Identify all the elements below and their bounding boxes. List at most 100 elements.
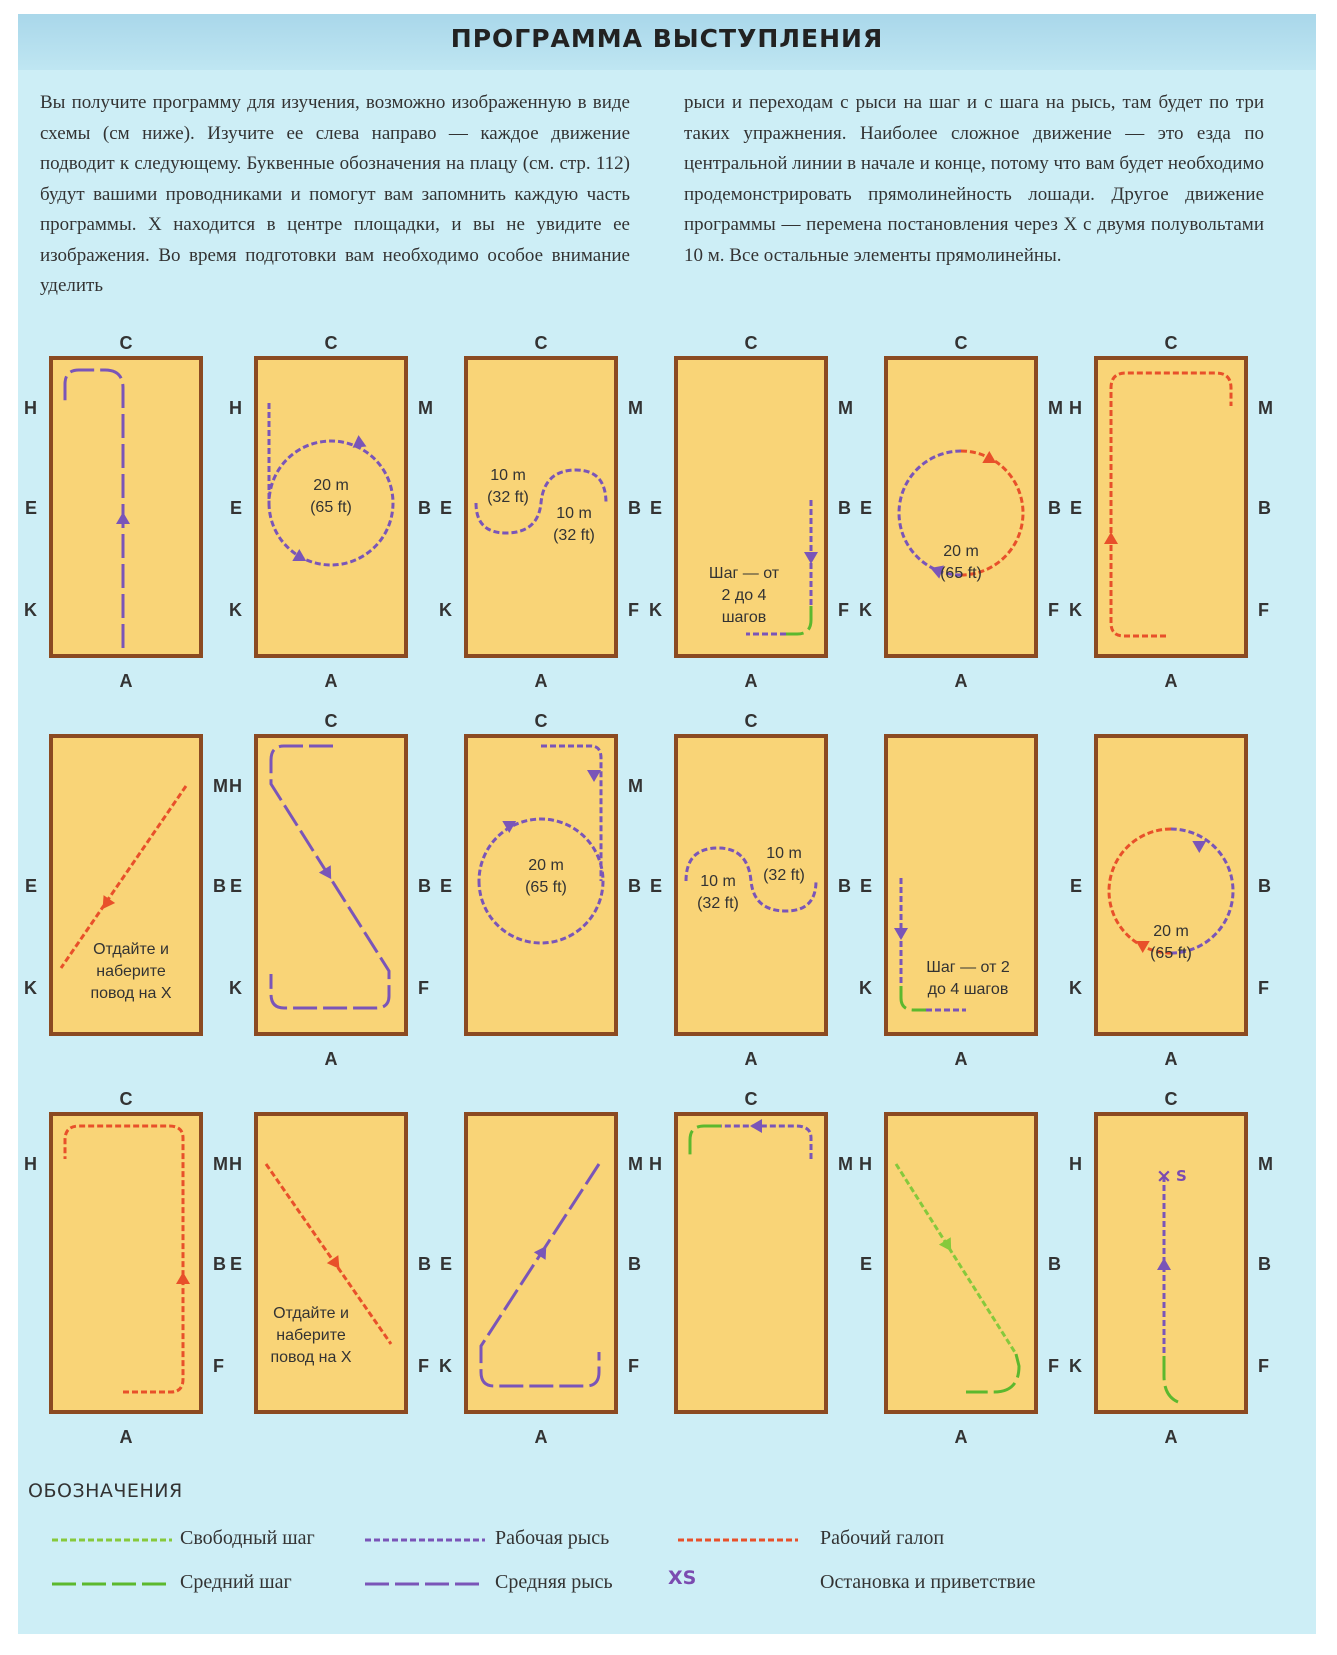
arena-boundary bbox=[884, 356, 1038, 658]
arena-letter-f: F bbox=[1048, 600, 1059, 620]
arena-letter-c: C bbox=[120, 333, 133, 353]
canter-path bbox=[1109, 371, 1233, 638]
arena-letter-f: F bbox=[838, 600, 849, 620]
legend-medium-walk-label: Средний шаг bbox=[180, 1571, 292, 1593]
arena-letter-a: A bbox=[325, 1049, 338, 1069]
volte-size-label: (32 ft) bbox=[763, 867, 805, 884]
arena-letter-h: H bbox=[229, 776, 242, 796]
half-volte-path bbox=[474, 468, 608, 535]
arena-letter-e: E bbox=[860, 1254, 872, 1274]
arena-letter-b: B bbox=[418, 876, 431, 896]
volte-size-label: (32 ft) bbox=[697, 895, 739, 912]
arena-letter-e: E bbox=[650, 498, 662, 518]
canter-diagonal-path bbox=[264, 1163, 393, 1345]
arena-letter-m: M bbox=[628, 398, 643, 418]
walk-path bbox=[966, 1353, 1021, 1394]
arena-letter-m: M bbox=[213, 776, 228, 796]
arena-letter-m: M bbox=[1258, 398, 1273, 418]
arena-letter-m: M bbox=[418, 398, 433, 418]
arena-letter-e: E bbox=[860, 498, 872, 518]
circle-size-label: (65 ft) bbox=[310, 499, 352, 516]
arena-letter-c: C bbox=[535, 333, 548, 353]
arena-letter-k: K bbox=[1069, 600, 1082, 620]
arena-letter-m: M bbox=[628, 776, 643, 796]
arena-letter-b: B bbox=[628, 1254, 641, 1274]
trot-path bbox=[541, 744, 603, 881]
volte-size-label: 10 m bbox=[490, 467, 526, 484]
arena-letter-a: A bbox=[120, 671, 133, 691]
arena-letter-f: F bbox=[628, 1356, 639, 1376]
arena-letter-f: F bbox=[1258, 1356, 1269, 1376]
arena-letter-c: C bbox=[325, 333, 338, 353]
circle-size-label: 20 m bbox=[943, 543, 979, 560]
arena-boundary bbox=[884, 734, 1038, 1036]
give-rein-note: Отдайте и bbox=[273, 1305, 349, 1322]
give-rein-note: повод на X bbox=[270, 1349, 351, 1366]
arena-letter-h: H bbox=[649, 1154, 662, 1174]
arena-letter-m: M bbox=[213, 1154, 228, 1174]
arena-letter-m: M bbox=[1258, 1154, 1273, 1174]
arena-letter-a: A bbox=[1165, 671, 1178, 691]
arena-letter-k: K bbox=[439, 1356, 452, 1376]
arena-letter-c: C bbox=[1165, 1089, 1178, 1109]
walk-note: 2 до 4 bbox=[722, 587, 767, 604]
arena-boundary bbox=[254, 734, 408, 1036]
legend-working-trot-label: Рабочая рысь bbox=[495, 1527, 610, 1549]
arena-letter-k: K bbox=[24, 978, 37, 998]
arena-letter-b: B bbox=[628, 498, 641, 518]
halt-cross-icon: × bbox=[1156, 1165, 1172, 1187]
arena-letter-e: E bbox=[860, 876, 872, 896]
arena-letter-b: B bbox=[418, 1254, 431, 1274]
arena-letter-c: C bbox=[955, 333, 968, 353]
arena-letter-e: E bbox=[650, 876, 662, 896]
canter-diagonal-path bbox=[59, 785, 188, 969]
arena-boundary bbox=[1094, 1112, 1248, 1414]
walk-path bbox=[899, 986, 926, 1012]
arena-grid: C A H E K C A H E K M B 20 m (65 ft) C A E K M B F 10 m (32 ft… bbox=[24, 333, 1273, 1447]
volte-size-label: 10 m bbox=[766, 845, 802, 862]
arena-boundary bbox=[464, 1112, 618, 1414]
arena-letter-f: F bbox=[1258, 600, 1269, 620]
arena-letter-h: H bbox=[24, 1154, 37, 1174]
arena-letter-b: B bbox=[838, 498, 851, 518]
page-title: ПРОГРАММА ВЫСТУПЛЕНИЯ bbox=[450, 24, 884, 53]
arena-letter-f: F bbox=[418, 1356, 429, 1376]
circle-size-label: (65 ft) bbox=[525, 879, 567, 896]
give-rein-note: наберите bbox=[276, 1327, 346, 1344]
walk-note: шагов bbox=[722, 609, 767, 626]
arena-letter-c: C bbox=[1165, 333, 1178, 353]
legend-working-canter-label: Рабочий галоп bbox=[820, 1527, 945, 1549]
arena-boundary bbox=[1094, 356, 1248, 658]
walk-note: Шаг — от bbox=[709, 565, 780, 582]
arena-boundary bbox=[464, 356, 618, 658]
arena-letter-e: E bbox=[25, 498, 37, 518]
arena-letter-k: K bbox=[229, 600, 242, 620]
arena-letter-m: M bbox=[838, 398, 853, 418]
free-walk-path bbox=[894, 1163, 1018, 1355]
trot-circle-path bbox=[1170, 827, 1235, 955]
arena-letter-b: B bbox=[1258, 876, 1271, 896]
arena-letter-h: H bbox=[229, 398, 242, 418]
circle-size-label: 20 m bbox=[1153, 923, 1189, 940]
arena-letter-k: K bbox=[439, 600, 452, 620]
arena-letter-k: K bbox=[859, 600, 872, 620]
arena-letter-a: A bbox=[535, 1427, 548, 1447]
arena-letter-b: B bbox=[628, 876, 641, 896]
arena-letter-b: B bbox=[213, 876, 226, 896]
give-rein-note: повод на X bbox=[90, 985, 171, 1002]
arena-letter-f: F bbox=[418, 978, 429, 998]
arena-boundary bbox=[49, 734, 203, 1036]
walk-note: до 4 шагов bbox=[928, 981, 1009, 998]
legend-medium-trot-label: Средняя рысь bbox=[495, 1571, 613, 1593]
circle-size-label: (65 ft) bbox=[1150, 945, 1192, 962]
trot-path bbox=[63, 368, 125, 648]
legend-title: ОБОЗНАЧЕНИЯ bbox=[28, 1480, 183, 1502]
